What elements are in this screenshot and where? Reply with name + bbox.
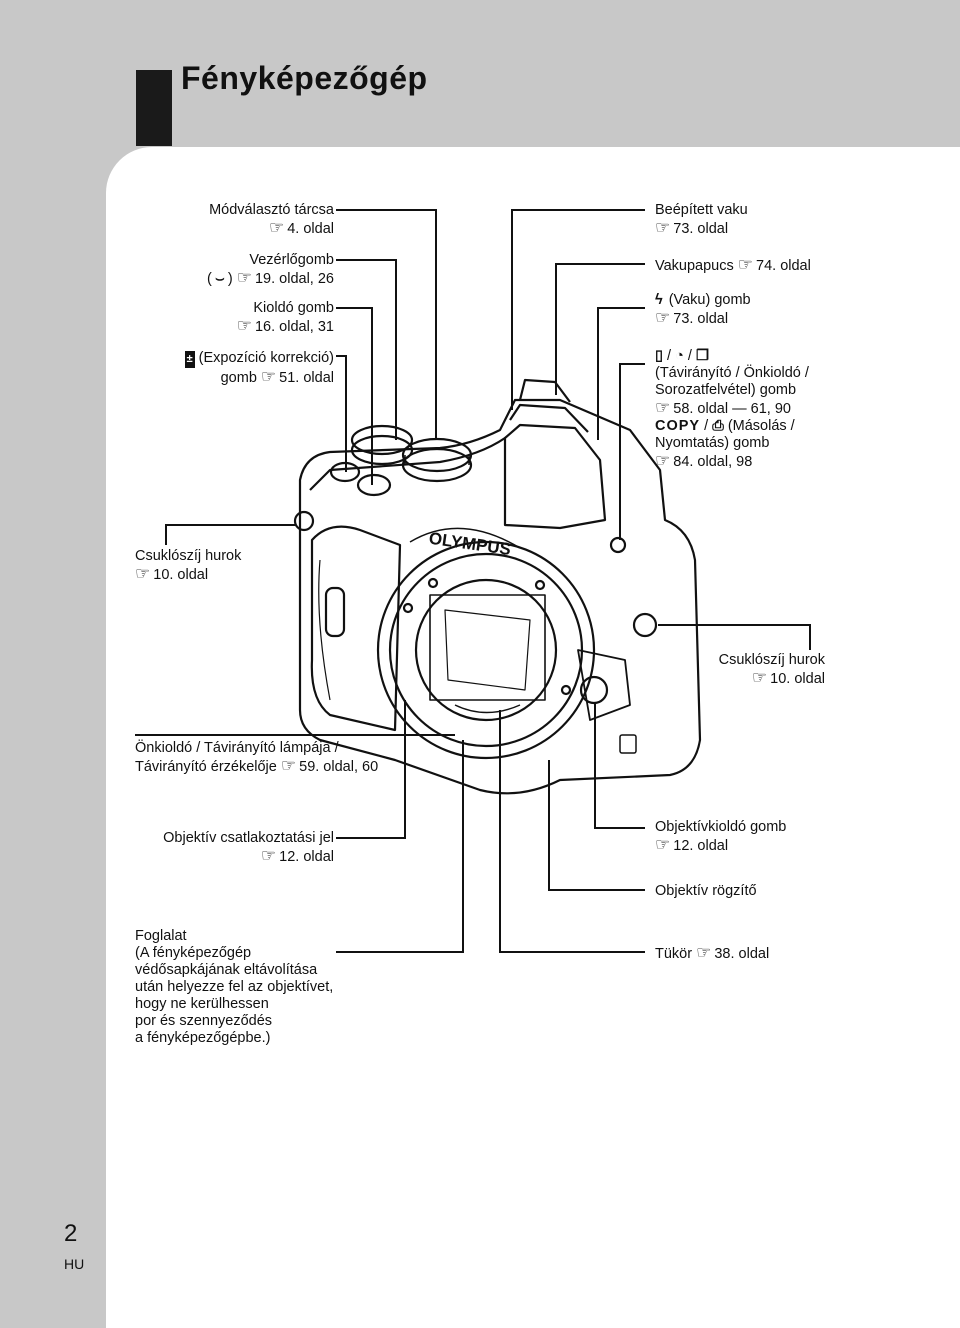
lens-lock-label: Objektív rögzítő xyxy=(655,883,757,899)
olympus-camera-illustration: OLYMPUS xyxy=(293,378,702,795)
reference-icon xyxy=(655,221,673,237)
reference-icon xyxy=(752,671,770,687)
mode-dial-label: Módválasztó tárcsa 4. oldal xyxy=(209,202,334,238)
control-dial-icon: ⌣ xyxy=(215,271,225,287)
reference-icon xyxy=(696,946,714,962)
reference-icon xyxy=(655,838,673,854)
hot-shoe-label: Vakupapucs 74. oldal xyxy=(655,256,811,275)
strap-eyelet-right-label: Csuklószíj hurok 10. oldal xyxy=(719,652,825,688)
flash-button-label: ϟ(Vaku) gomb 73. oldal xyxy=(655,292,751,328)
self-timer-lamp-label: Önkioldó / Távirányító lámpája / Távirán… xyxy=(135,740,378,776)
copy-icon: COPY xyxy=(655,418,701,434)
reference-icon xyxy=(655,401,673,417)
reference-icon xyxy=(261,849,279,865)
reference-icon xyxy=(269,221,287,237)
content-panel xyxy=(106,147,960,1328)
reference-icon xyxy=(135,567,153,583)
lens-mount-mark-label: Objektív csatlakoztatási jel 12. oldal xyxy=(163,830,334,866)
reference-icon xyxy=(281,759,299,775)
sequence-icon: ❐ xyxy=(695,348,709,364)
strap-eyelet-left-label: Csuklószíj hurok 10. oldal xyxy=(135,548,241,584)
print-icon: ⎙ xyxy=(712,418,724,434)
reference-icon xyxy=(738,258,756,274)
drive-button-label: ▯ / ◔ / ❐ (Távirányító / Önkioldó / Soro… xyxy=(655,348,809,471)
reference-icon xyxy=(655,454,673,470)
leader-lines xyxy=(135,209,811,953)
flash-icon: ϟ xyxy=(655,292,663,308)
language-code: HU xyxy=(64,1256,85,1272)
control-dial-label: Vezérlőgomb (⌣) 19. oldal, 26 xyxy=(207,252,334,288)
selftimer-icon: ◔ xyxy=(675,348,684,364)
remote-icon: ▯ xyxy=(655,348,663,364)
exposure-button-label: ±(Expozíció korrekció) gomb 51. oldal xyxy=(184,350,334,387)
page-number: 2 xyxy=(64,1220,78,1247)
mount-label: Foglalat (A fényképezőgép védősapkájának… xyxy=(135,928,334,1046)
mirror-label: Tükör 38. oldal xyxy=(655,944,769,963)
page-title: Fényképezőgép xyxy=(181,60,428,96)
reference-icon xyxy=(261,370,279,386)
exposure-icon: ± xyxy=(184,351,195,368)
shutter-button-label: Kioldó gomb 16. oldal, 31 xyxy=(237,300,334,336)
builtin-flash-label: Beépített vaku 73. oldal xyxy=(655,202,748,238)
reference-icon xyxy=(237,271,255,287)
title-marker xyxy=(136,70,172,146)
reference-icon xyxy=(237,319,255,335)
lens-release-label: Objektívkioldó gomb 12. oldal xyxy=(655,819,786,855)
reference-icon xyxy=(655,311,673,327)
